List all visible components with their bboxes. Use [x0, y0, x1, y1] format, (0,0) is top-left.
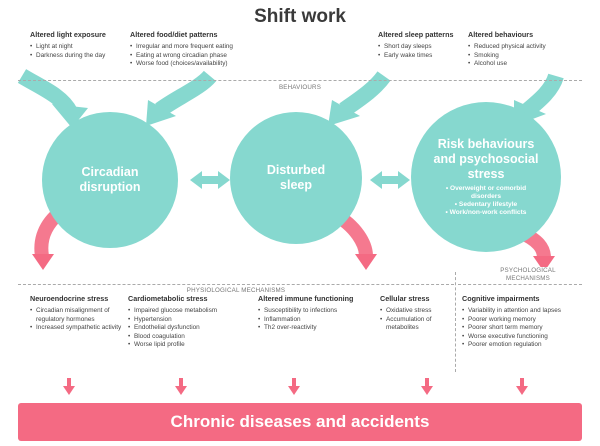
- cognitive-item: Poorer working memory: [462, 316, 582, 325]
- neuroendocrine-box: Neuroendocrine stress Circadian misalign…: [30, 294, 122, 333]
- behaviour-item: Reduced physical activity: [468, 43, 578, 52]
- disturbed-sleep-label: Disturbed sleep: [266, 163, 326, 192]
- psychological-label: PSYCHOLOGICAL MECHANISMS: [488, 267, 568, 283]
- cardiometabolic-heading: Cardiometabolic stress: [128, 294, 208, 303]
- behaviours-label: BEHAVIOURS: [274, 84, 326, 91]
- physiological-label: PHYSIOLOGICAL MECHANISMS: [182, 287, 290, 294]
- cardio-item: Hypertension: [128, 316, 238, 325]
- double-arrow-circadian-sleep: [190, 171, 230, 189]
- sleep-patterns-box: Altered sleep patterns Short day sleeps …: [378, 30, 468, 60]
- altered-behaviours-box: Altered behaviours Reduced physical acti…: [468, 30, 578, 69]
- cellular-heading: Cellular stress: [380, 294, 430, 303]
- cognitive-item: Poorer emotion regulation: [462, 341, 582, 350]
- physiological-divider: [18, 284, 454, 285]
- arrow-sleep-to-disturbed: [339, 71, 391, 117]
- neuroendocrine-heading: Neuroendocrine stress: [30, 294, 109, 303]
- sleep-item: Early wake times: [378, 52, 468, 61]
- physiological-label-wrap: PHYSIOLOGICAL MECHANISMS: [18, 279, 454, 297]
- pink-arrow-head-sleep: [355, 254, 377, 270]
- food-item: Irregular and more frequent eating: [130, 43, 260, 52]
- immune-box: Altered immune functioning Susceptibilit…: [258, 294, 368, 333]
- behaviours-divider: [18, 80, 582, 81]
- psychological-divider: [458, 284, 582, 285]
- cognitive-heading: Cognitive impairments: [462, 294, 540, 303]
- behaviour-item: Smoking: [468, 52, 578, 61]
- immune-item: Susceptibility to infections: [258, 307, 368, 316]
- cognitive-item: Worse executive functioning: [462, 333, 582, 342]
- risk-behaviours-circle: Risk behaviours and psychosocial stress …: [411, 102, 561, 252]
- neuro-item: Increased sympathetic activity: [30, 324, 122, 333]
- arrow-head-light: [52, 104, 88, 128]
- arrow-food-to-circadian: [155, 70, 217, 117]
- diagram-title: Shift work: [254, 6, 346, 27]
- light-exposure-heading: Altered light exposure: [30, 30, 106, 39]
- cardio-item: Worse lipid profile: [128, 341, 238, 350]
- risk-item: Overweight or comorbid disorders: [436, 185, 536, 201]
- immune-item: Inflammation: [258, 316, 368, 325]
- cognitive-item: Poorer short term memory: [462, 324, 582, 333]
- risk-behaviours-label: Risk behaviours and psychosocial stress: [433, 136, 539, 181]
- neuro-item: Circadian misalignment of regulatory hor…: [30, 307, 122, 324]
- pink-arrow-head-circadian: [32, 254, 54, 270]
- food-patterns-heading: Altered food/diet patterns: [130, 30, 218, 39]
- light-exposure-box: Altered light exposure Light at night Da…: [30, 30, 120, 60]
- cardio-item: Endothelial dysfunction: [128, 324, 238, 333]
- altered-behaviours-heading: Altered behaviours: [468, 30, 534, 39]
- risk-item: Work/non-work conflicts: [436, 209, 536, 217]
- cellular-item: Accumulation of metabolites: [380, 316, 452, 333]
- food-patterns-box: Altered food/diet patterns Irregular and…: [130, 30, 260, 69]
- cardio-item: Blood coagulation: [128, 333, 238, 342]
- light-item: Light at night: [30, 43, 120, 52]
- double-arrow-sleep-risk: [370, 171, 410, 189]
- pink-arrow-head-risk: [533, 256, 555, 272]
- immune-item: Th2 over-reactivity: [258, 324, 368, 333]
- immune-heading: Altered immune functioning: [258, 294, 354, 303]
- cardiometabolic-box: Cardiometabolic stress Impaired glucose …: [128, 294, 238, 350]
- cognitive-item: Variability in attention and lapses: [462, 307, 582, 316]
- risk-item: Sedentary lifestyle: [436, 201, 536, 209]
- psychological-label-wrap: PSYCHOLOGICAL MECHANISMS: [488, 267, 568, 285]
- circadian-disruption-label: Circadian disruption: [79, 165, 141, 194]
- circadian-disruption-circle: Circadian disruption: [42, 112, 178, 248]
- chronic-diseases-bar: Chronic diseases and accidents: [18, 403, 582, 441]
- food-item: Eating at wrong circadian phase: [130, 52, 260, 61]
- food-item: Worse food (choices/availability): [130, 60, 260, 69]
- cellular-item: Oxidative stress: [380, 307, 452, 316]
- disturbed-sleep-circle: Disturbed sleep: [230, 112, 362, 244]
- arrow-head-food: [146, 100, 176, 126]
- sleep-patterns-heading: Altered sleep patterns: [378, 30, 454, 39]
- risk-items-list: Overweight or comorbid disorders Sedenta…: [436, 185, 536, 218]
- psych-divider-vertical: [455, 272, 456, 372]
- cardio-item: Impaired glucose metabolism: [128, 307, 238, 316]
- cellular-box: Cellular stress Oxidative stress Accumul…: [380, 294, 452, 333]
- arrow-head-sleep: [328, 100, 360, 126]
- small-pink-arrows: [63, 378, 528, 395]
- behaviour-item: Alcohol use: [468, 60, 578, 69]
- sleep-item: Short day sleeps: [378, 43, 468, 52]
- light-item: Darkness during the day: [30, 52, 120, 61]
- cognitive-box: Cognitive impairments Variability in att…: [462, 294, 582, 350]
- behaviours-label-wrap: BEHAVIOURS: [0, 76, 600, 94]
